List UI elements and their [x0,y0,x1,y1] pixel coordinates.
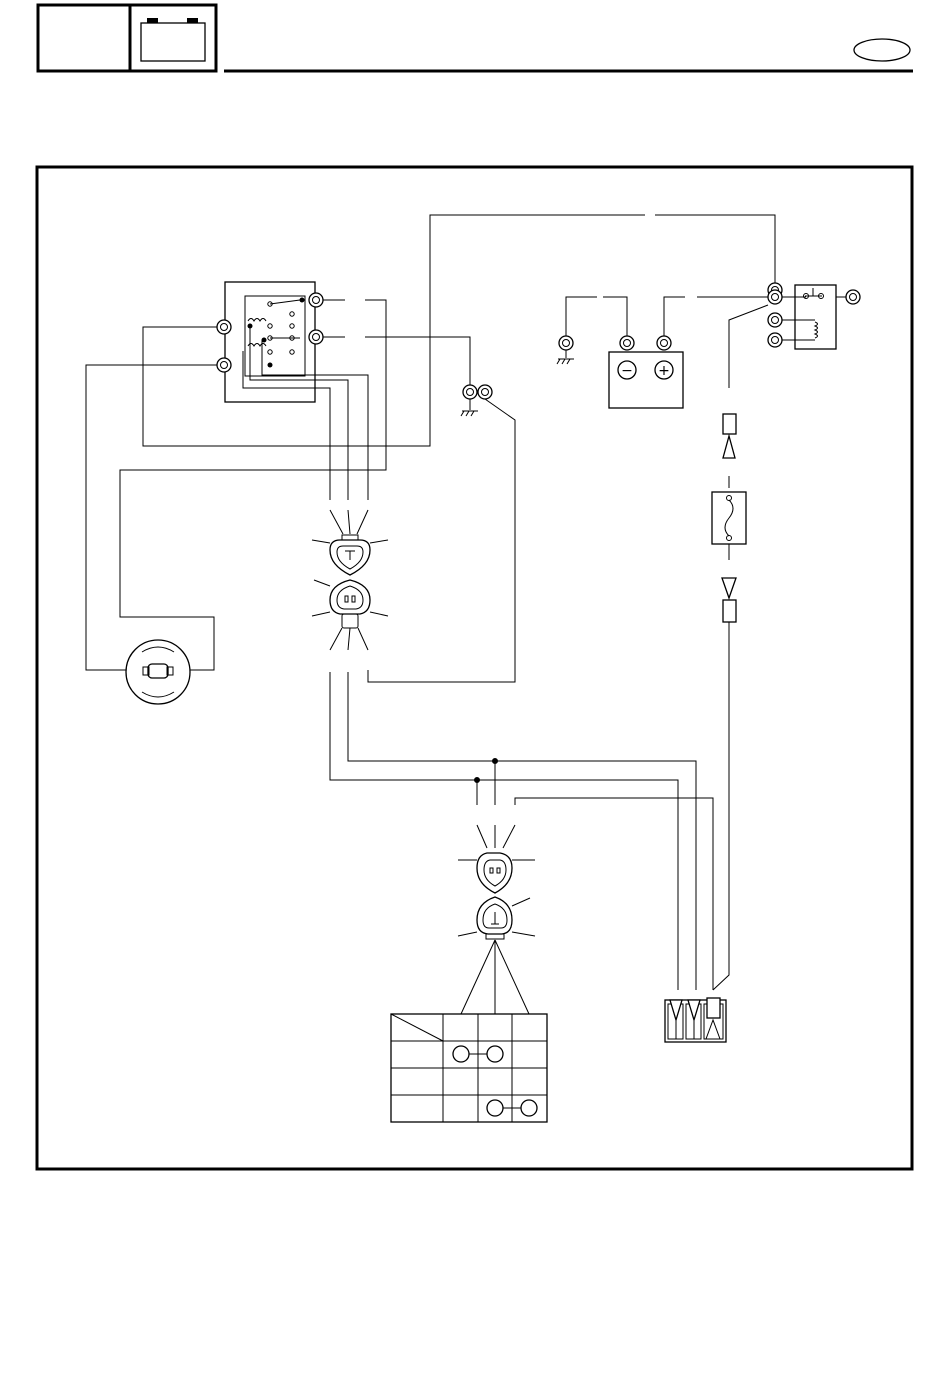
battery-negative-symbol: − [621,363,633,379]
three-pin-connector [458,897,535,939]
connector-lower [312,580,388,628]
connector-lower-top [458,853,535,893]
switch-continuity-table [391,940,547,1122]
terminal-block [665,998,726,1042]
battery: − + [609,336,683,408]
oval-badge [854,39,910,61]
battery-positive-symbol: + [658,363,670,379]
ground-terminal-battery [557,336,574,364]
wiring-harness [86,215,775,990]
starter-solenoid [768,283,860,349]
connector-upper [312,535,388,575]
inline-fuse [712,414,746,622]
starter-motor [126,640,190,704]
battery-icon [141,18,205,61]
starter-relay [217,282,323,402]
